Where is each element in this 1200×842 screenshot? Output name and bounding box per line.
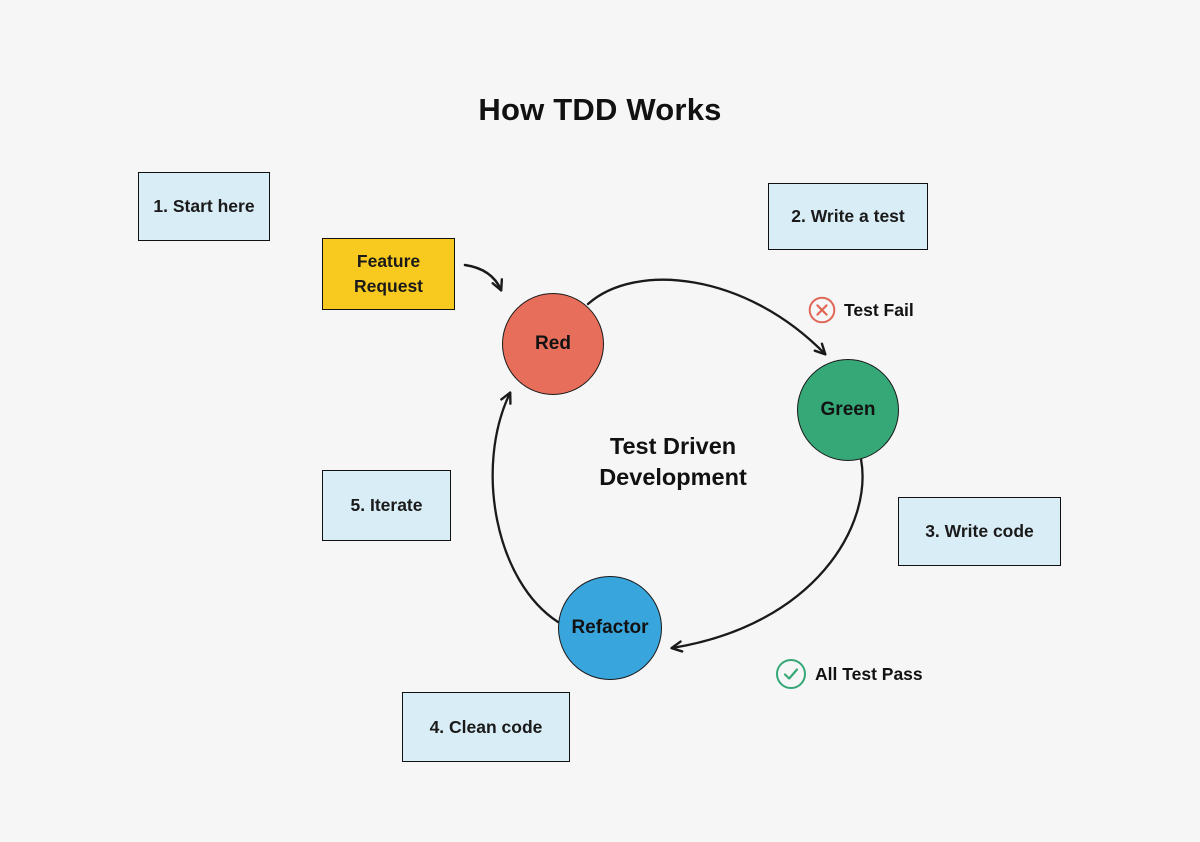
node-refactor: Refactor: [558, 576, 662, 680]
step-label: 5. Iterate: [350, 495, 423, 515]
arrow-red-to-green: [586, 278, 827, 356]
step-box-clean-code: 4. Clean code: [402, 692, 570, 762]
feature-request-label: Feature Request: [353, 250, 424, 296]
node-label: Red: [535, 333, 571, 354]
step-box-write-a-test: 2. Write a test: [768, 183, 928, 250]
step-label: 1. Start here: [153, 196, 255, 216]
step-label: 4. Clean code: [429, 716, 543, 737]
center-label: Test Driven Development: [599, 433, 747, 490]
page-title: How TDD Works: [478, 92, 722, 127]
node-label: Refactor: [571, 617, 649, 638]
step-box-iterate: 5. Iterate: [322, 470, 451, 541]
node-green: Green: [797, 359, 899, 461]
node-label: Green: [820, 399, 876, 420]
x-circle-icon: [808, 296, 836, 324]
step-box-write-code: 3. Write code: [898, 497, 1061, 566]
feature-request-box: Feature Request: [322, 238, 455, 310]
annotation-label: Test Fail: [844, 299, 914, 320]
annotation-label: All Test Pass: [815, 663, 923, 684]
node-red: Red: [502, 293, 604, 395]
arrow-refactor-to-red: [491, 391, 560, 624]
annotation-test-fail: Test Fail: [808, 296, 914, 324]
step-box-start-here: 1. Start here: [138, 172, 270, 241]
arrow-feature-to-red: [463, 263, 504, 292]
annotation-all-test-pass: All Test Pass: [775, 658, 923, 690]
arrow-green-to-refactor: [670, 457, 864, 653]
check-circle-icon: [775, 658, 807, 690]
step-label: 3. Write code: [925, 521, 1034, 541]
step-label: 2. Write a test: [791, 206, 905, 226]
